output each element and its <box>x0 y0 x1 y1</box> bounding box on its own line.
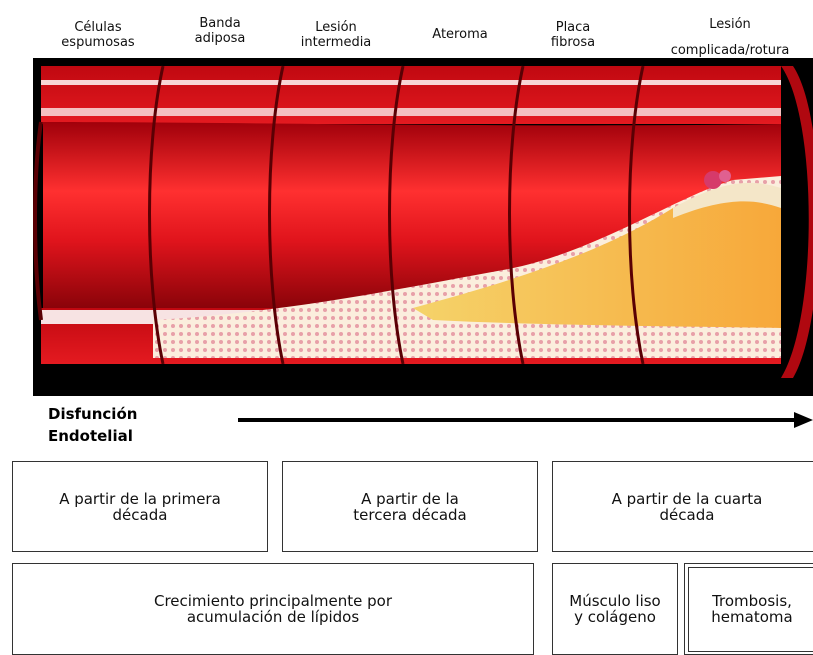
rupture-thrombus <box>704 171 722 189</box>
stage-label-celulas-espumosas: Células espumosas <box>38 20 158 50</box>
timeline-box-fourth-decade: A partir de la cuarta década <box>552 461 813 552</box>
dysfunction-label: Disfunción Endotelial <box>48 403 137 447</box>
stage-label-lesion-intermedia: Lesión intermedia <box>276 20 396 50</box>
artery-illustration <box>33 58 813 396</box>
stage-label-banda-adiposa: Banda adiposa <box>160 16 280 46</box>
growth-box-thrombosis-inner-border <box>688 567 813 652</box>
timeline-box-first-decade: A partir de la primera década <box>12 461 268 552</box>
growth-box-smooth-muscle: Músculo liso y colágeno <box>552 563 678 655</box>
timeline-box-third-decade: A partir de la tercera década <box>282 461 538 552</box>
stage-label-lesion-complicada: Lesión complicada/rotura <box>650 12 810 64</box>
progression-arrow <box>238 410 813 430</box>
growth-box-lipids: Crecimiento principalmente por acumulaci… <box>12 563 534 655</box>
stage-label-ateroma: Ateroma <box>400 27 520 42</box>
stage-label-placa-fibrosa: Placa fibrosa <box>513 20 633 50</box>
vessel-cut-end <box>781 66 813 378</box>
